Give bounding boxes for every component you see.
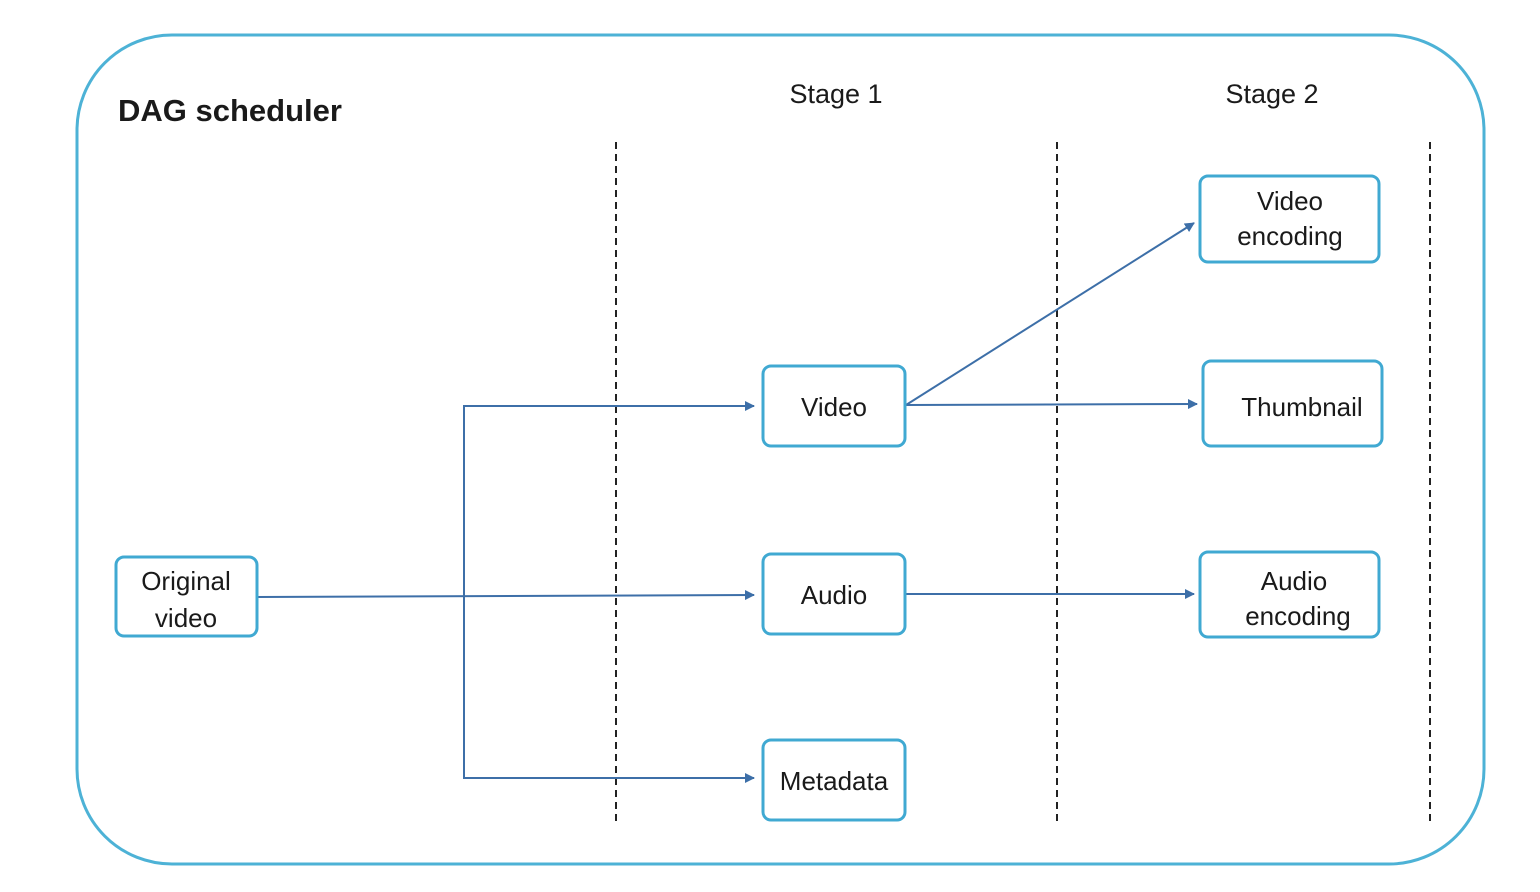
node-label: Video xyxy=(801,392,867,422)
node-label: Audio xyxy=(1261,566,1328,596)
node-label: encoding xyxy=(1245,601,1351,631)
stage-1-label: Stage 1 xyxy=(789,79,882,109)
node-audio: Audio xyxy=(761,552,907,636)
node-video: Video xyxy=(761,364,907,448)
node-label: Original xyxy=(141,566,231,596)
node-label: Audio xyxy=(801,580,868,610)
node-video-encoding: Video encoding xyxy=(1198,174,1381,264)
edge-original-to-audio xyxy=(256,590,755,601)
node-label: Video xyxy=(1257,186,1323,216)
node-label: Metadata xyxy=(780,766,889,796)
node-metadata: Metadata xyxy=(761,738,907,822)
node-thumbnail: Thumbnail xyxy=(1201,359,1384,448)
stage-2-label: Stage 2 xyxy=(1225,79,1318,109)
edge-original-to-video xyxy=(463,401,755,597)
edge-video-to-video-encoding xyxy=(905,222,1195,406)
scheduler-container xyxy=(75,33,1486,866)
node-label: video xyxy=(155,603,217,633)
edge-original-to-metadata xyxy=(463,597,755,783)
node-label: Thumbnail xyxy=(1241,392,1362,422)
node-audio-encoding: Audio encoding xyxy=(1198,550,1381,639)
node-original-video: Original video xyxy=(114,555,259,638)
edge-video-to-thumbnail xyxy=(905,399,1198,410)
node-label: encoding xyxy=(1237,221,1343,251)
diagram-title: DAG scheduler xyxy=(118,93,342,128)
